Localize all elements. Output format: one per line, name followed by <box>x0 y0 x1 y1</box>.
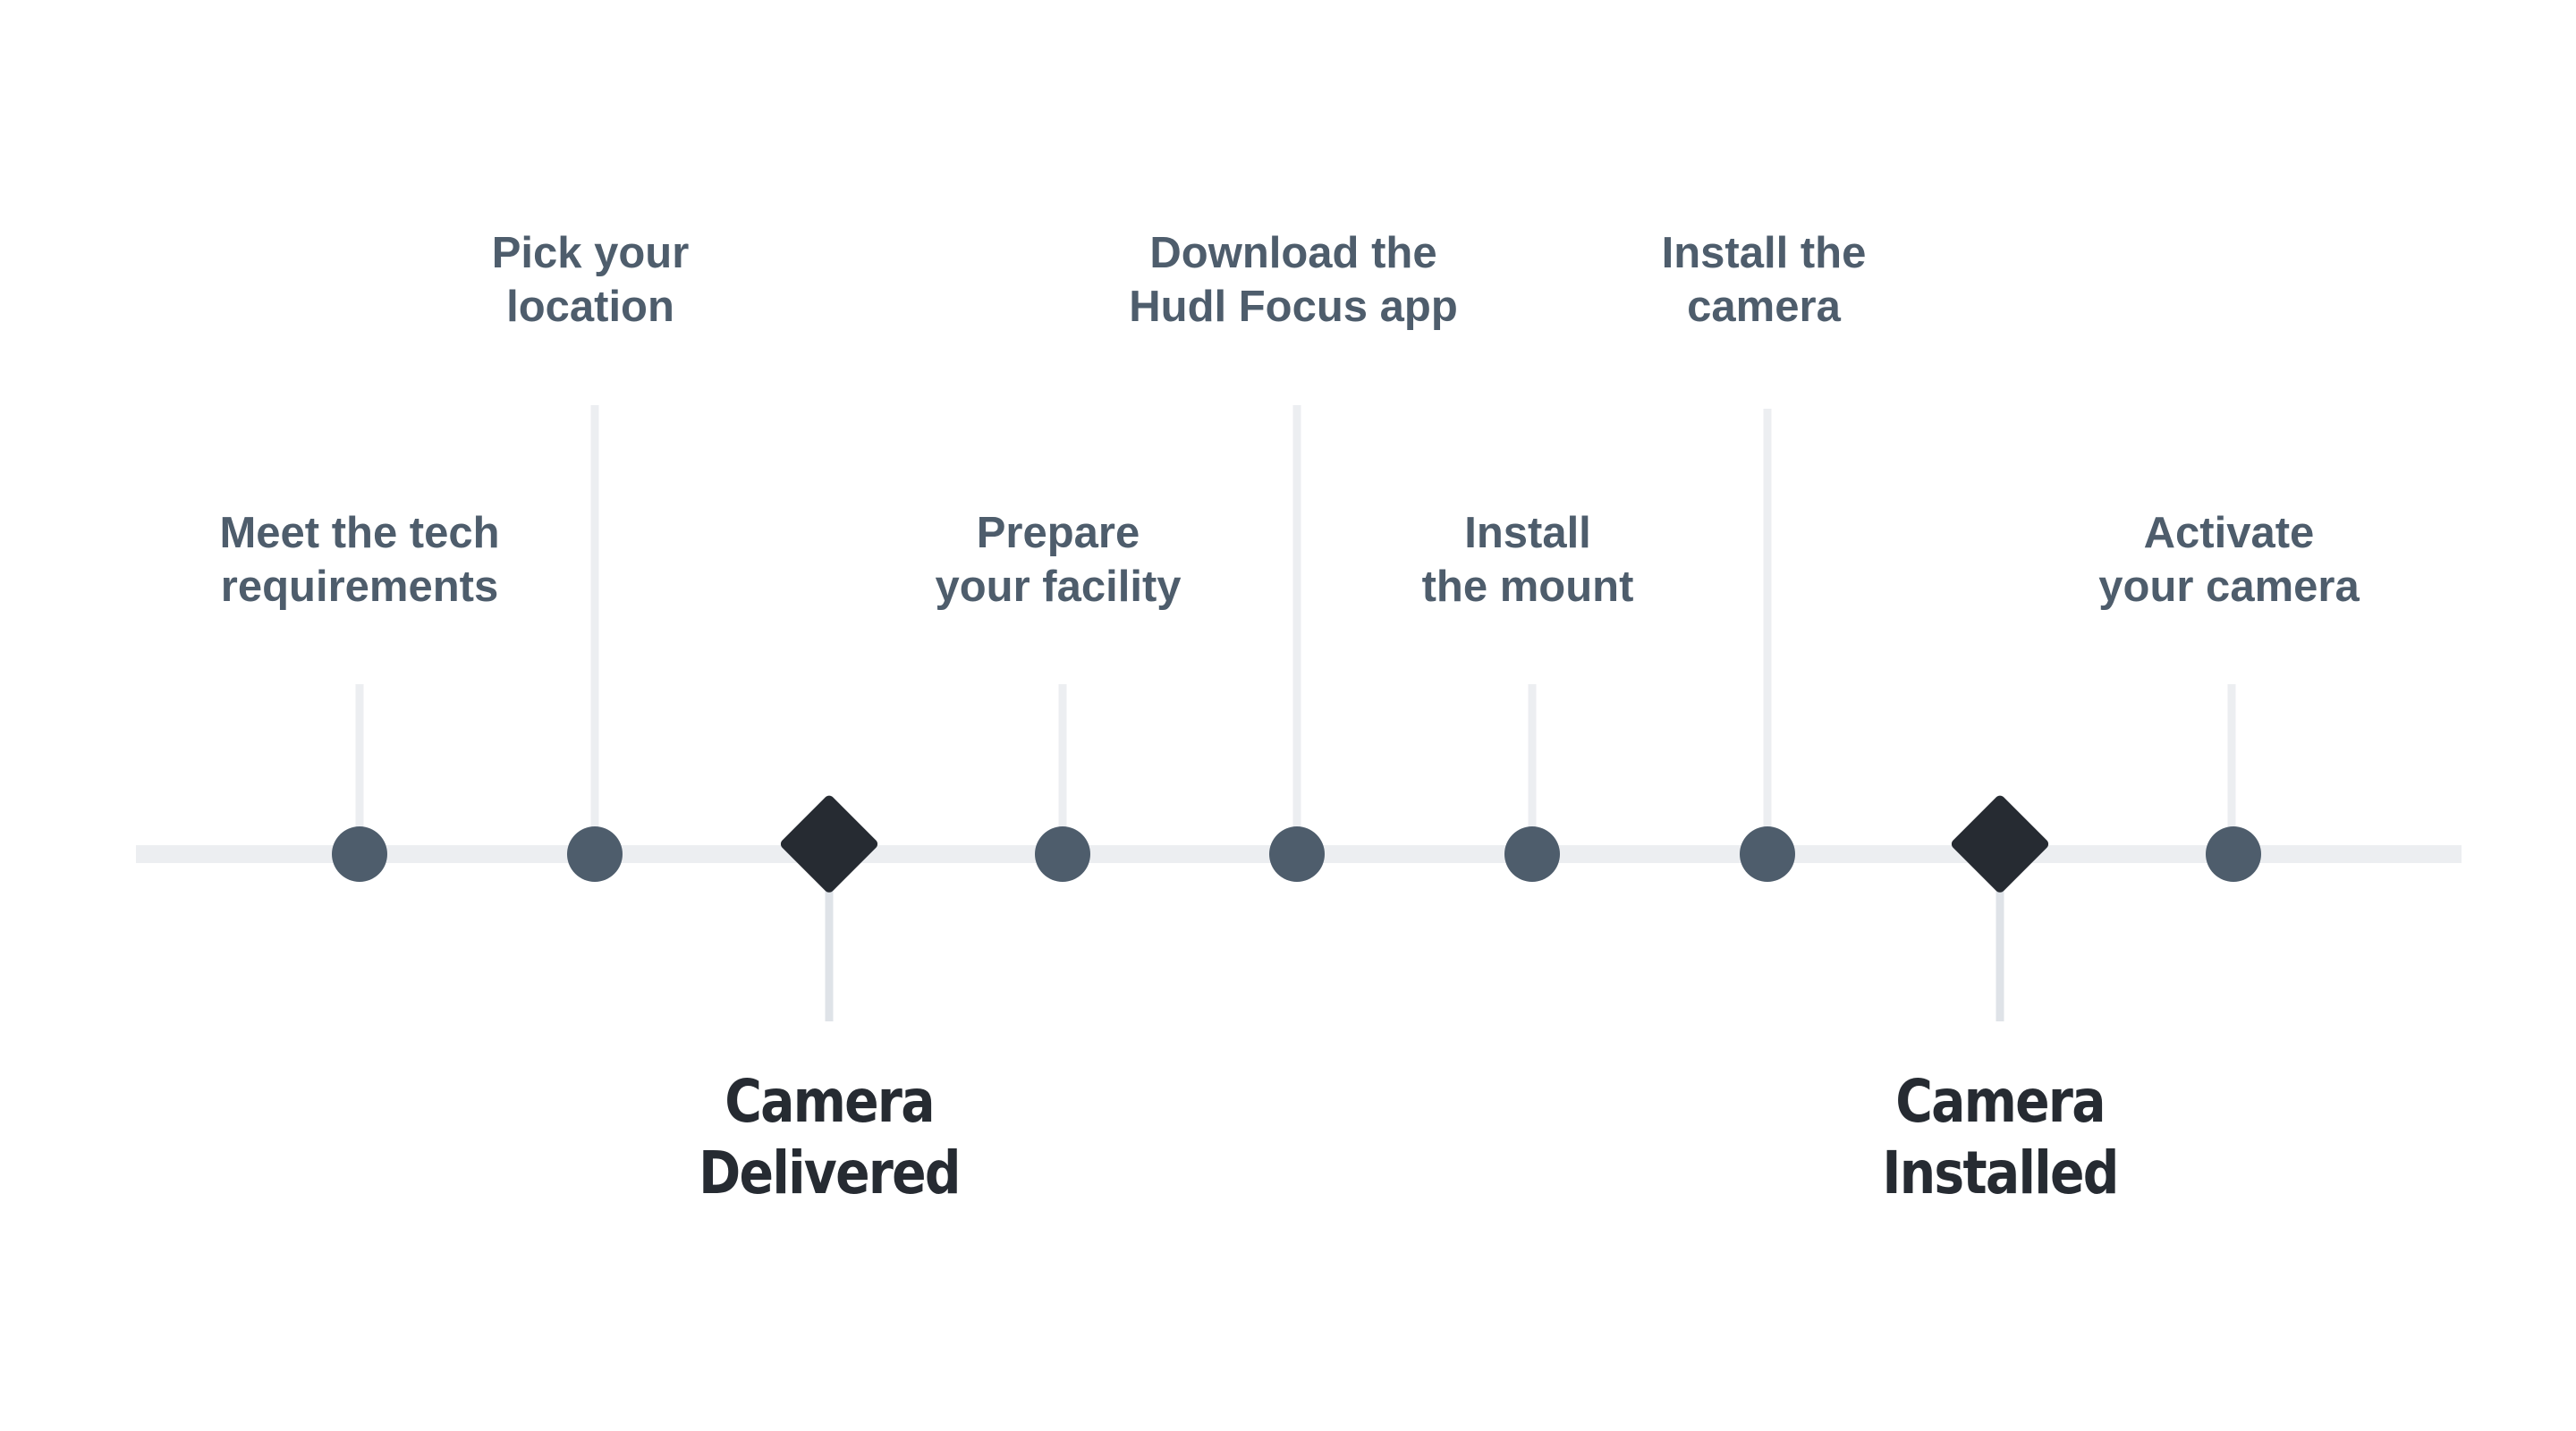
step-marker-5 <box>1504 826 1560 882</box>
step-label-4-line1: Download the <box>1149 229 1437 277</box>
step-label-6: Install the camera <box>1531 226 1996 334</box>
step-marker-2 <box>567 826 623 882</box>
step-label-6-line1: Install the <box>1661 229 1867 277</box>
step-label-4: Download the Hudl Focus app <box>1061 226 1526 334</box>
step-marker-7 <box>2206 826 2261 882</box>
step-label-2-line1: Pick your <box>491 229 690 277</box>
step-label-3-line2: your facility <box>935 563 1182 611</box>
step-label-2: Pick your location <box>358 226 823 334</box>
milestone-marker-1 <box>780 795 878 893</box>
step-marker-4 <box>1269 826 1325 882</box>
step-label-5-line2: the mount <box>1421 563 1634 611</box>
milestone-label-1-line1: Camera <box>724 1067 935 1136</box>
step-label-4-line2: Hudl Focus app <box>1129 283 1458 331</box>
step-label-1-line1: Meet the tech <box>219 509 500 557</box>
milestone-label-2-line2: Installed <box>1882 1139 2119 1207</box>
milestone-label-2: Camera Installed <box>1800 1066 2199 1209</box>
step-label-7-line1: Activate <box>2143 509 2315 557</box>
step-label-2-line2: location <box>506 283 674 331</box>
step-label-1: Meet the tech requirements <box>127 506 592 614</box>
milestone-label-2-line1: Camera <box>1895 1067 2106 1136</box>
step-label-6-line2: camera <box>1687 283 1841 331</box>
step-marker-6 <box>1740 826 1795 882</box>
milestone-marker-2 <box>1951 795 2049 893</box>
step-label-7: Activate your camera <box>1996 506 2462 614</box>
step-marker-1 <box>332 826 387 882</box>
milestone-label-1-line2: Delivered <box>699 1139 961 1207</box>
step-label-1-line2: requirements <box>220 563 499 611</box>
step-label-5: Install the mount <box>1295 506 1760 614</box>
step-marker-3 <box>1035 826 1090 882</box>
step-label-5-line1: Install <box>1464 509 1591 557</box>
step-label-3-line1: Prepare <box>976 509 1140 557</box>
milestone-label-1: Camera Delivered <box>629 1066 1029 1209</box>
step-label-7-line2: your camera <box>2098 563 2360 611</box>
step-label-3: Prepare your facility <box>826 506 1291 614</box>
